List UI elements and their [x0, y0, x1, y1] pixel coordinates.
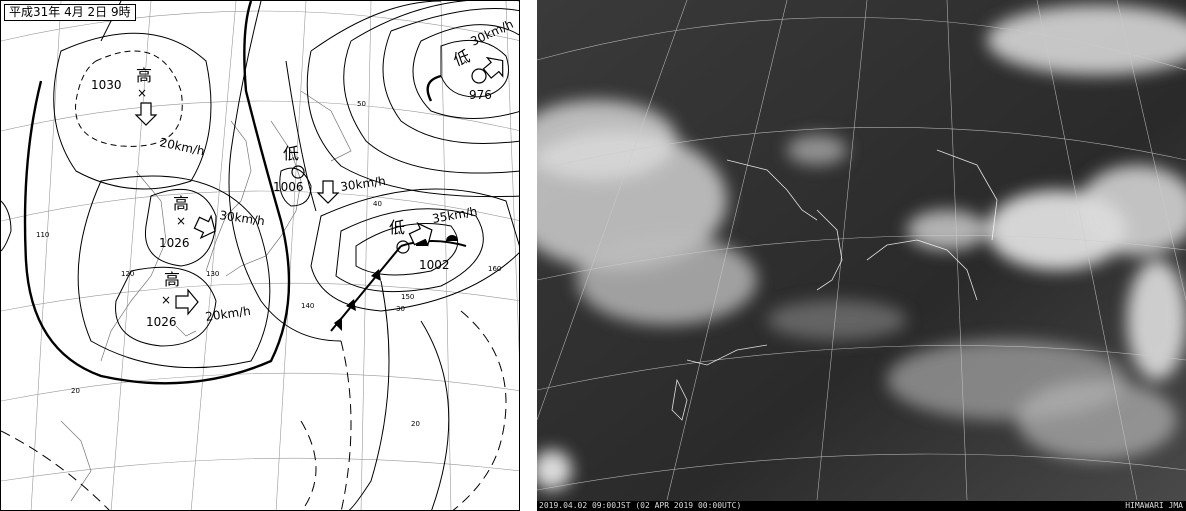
high-3-symbol: 高 [164, 270, 180, 289]
high-1-speed: 20km/h [158, 135, 205, 158]
low-3-pressure: 976 [469, 88, 492, 102]
high-2-center: × [176, 214, 186, 228]
latlon-grid [1, 1, 519, 510]
svg-text:120: 120 [121, 270, 134, 278]
high-2-speed: 30km/h [219, 208, 266, 228]
low-1-pressure: 1006 [273, 180, 304, 194]
high-3-pressure: 1026 [146, 315, 177, 329]
isobar-map: 高 × 1030 20km/h 高 × 1026 30km/h 高 × 1026… [1, 1, 519, 510]
high-1-center: × [137, 86, 147, 100]
low-1-speed: 30km/h [339, 174, 386, 194]
low-2-speed: 35km/h [431, 204, 478, 226]
high-2-symbol: 高 [173, 194, 189, 213]
svg-text:30: 30 [396, 305, 405, 313]
movement-arrows [134, 56, 504, 316]
coastlines [60, 90, 352, 502]
satellite-time-caption: 2019.04.02 09:00JST (02 APR 2019 00:00UT… [539, 501, 742, 510]
cloud-masses [537, 5, 1186, 490]
high-3-center: × [161, 293, 171, 307]
svg-text:140: 140 [301, 302, 314, 310]
low-center-markers [291, 68, 487, 254]
svg-text:40: 40 [373, 200, 382, 208]
isobar-bold [23, 1, 291, 385]
grid-degree-labels: 110 120 130 140 150 160 20 30 40 50 20 [36, 100, 501, 428]
chart-timestamp: 平成31年 4月 2日 9時 [4, 4, 136, 21]
low-3-speed: 30km/h [468, 17, 515, 49]
high-2-pressure: 1026 [159, 236, 190, 250]
low-1-symbol: 低 [283, 144, 299, 163]
isobars [1, 1, 519, 510]
svg-text:20: 20 [411, 420, 420, 428]
satellite-image: 2019.04.02 09:00JST (02 APR 2019 00:00UT… [537, 0, 1186, 511]
low-3-symbol: 低 [451, 46, 473, 69]
low-2-symbol: 低 [389, 218, 405, 237]
satellite-cloud-image [537, 0, 1186, 511]
satellite-coastlines [671, 149, 998, 421]
system-labels: 高 × 1030 20km/h 高 × 1026 30km/h 高 × 1026… [91, 17, 516, 329]
high-1-pressure: 1030 [91, 78, 122, 92]
svg-text:20: 20 [71, 387, 80, 395]
satellite-source-caption: HIMAWARI JMA [1125, 501, 1183, 510]
svg-text:150: 150 [401, 293, 414, 301]
isobar-bold-east [426, 74, 442, 102]
svg-text:50: 50 [357, 100, 366, 108]
front-lines [330, 235, 467, 332]
satellite-caption: 2019.04.02 09:00JST (02 APR 2019 00:00UT… [537, 501, 1186, 511]
satellite-grid [537, 0, 1186, 501]
surface-weather-chart: 高 × 1030 20km/h 高 × 1026 30km/h 高 × 1026… [0, 0, 520, 511]
svg-text:110: 110 [36, 231, 49, 239]
low-2-pressure: 1002 [419, 258, 450, 272]
svg-text:160: 160 [488, 265, 501, 273]
high-1-symbol: 高 [136, 66, 152, 85]
high-3-speed: 20km/h [204, 304, 251, 324]
svg-text:130: 130 [206, 270, 219, 278]
